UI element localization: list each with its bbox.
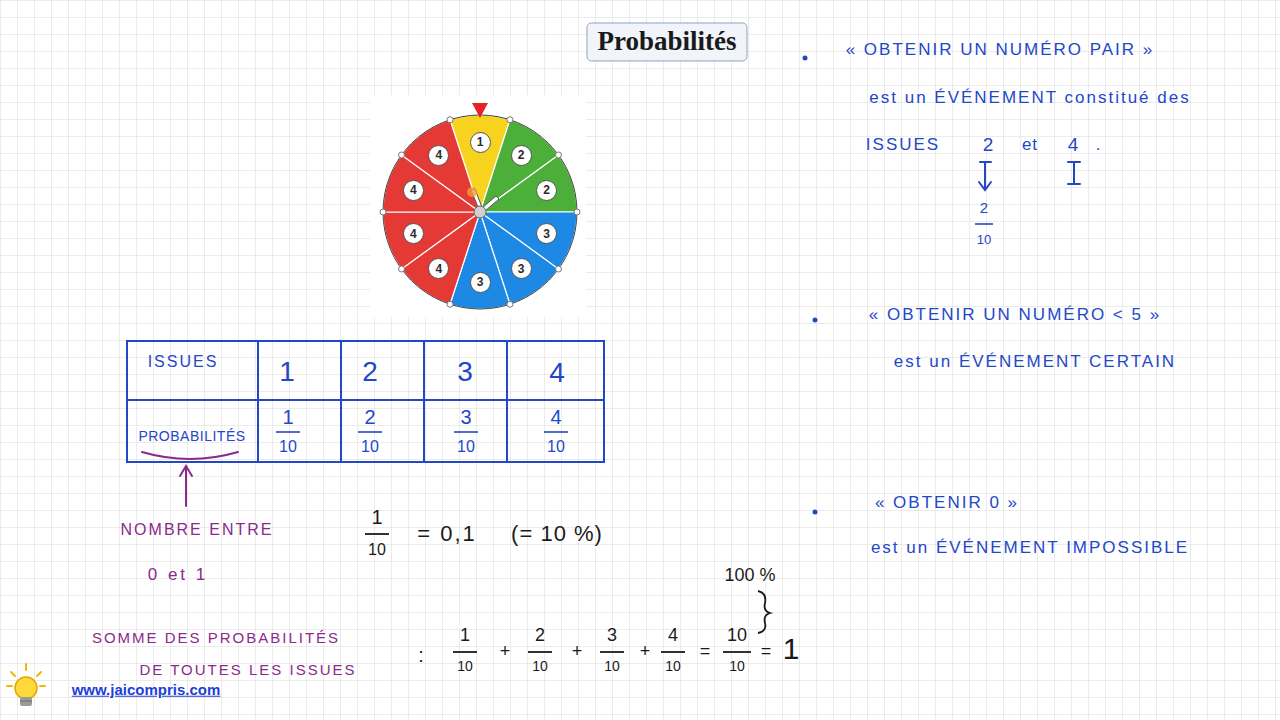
- sector-number: 3: [470, 272, 491, 293]
- equation-text: +: [500, 642, 511, 662]
- table-grid: [127, 341, 604, 462]
- sector-number-text: 2: [518, 149, 525, 161]
- table-cell: 1: [279, 357, 295, 388]
- fraction-numerator: 10: [727, 626, 747, 646]
- sector-number-text: 1: [477, 136, 484, 148]
- fraction-numerator: 2: [535, 626, 545, 646]
- event-statement: .: [1096, 136, 1101, 155]
- sector-number-text: 4: [436, 263, 443, 275]
- curly-brace: [758, 591, 770, 633]
- fraction-numerator: 2: [364, 406, 375, 428]
- fraction-denominator: 10: [368, 541, 386, 559]
- fraction-denominator: 10: [665, 659, 681, 674]
- needle-tip: [467, 187, 477, 197]
- fraction-denominator: 10: [604, 659, 620, 674]
- sector-number: 4: [403, 223, 424, 244]
- wheel-ground: [370, 95, 586, 317]
- spinner-wheel: [380, 103, 580, 309]
- rim-dot: [507, 117, 513, 123]
- equation-text: = 0,1: [417, 522, 477, 546]
- sector-number-text: 3: [543, 228, 550, 240]
- outcome-number: 4: [1068, 135, 1079, 156]
- fraction-numerator: 1: [282, 406, 293, 428]
- event-statement: est un ÉVÉNEMENT constitué des: [869, 89, 1190, 108]
- rim-dot: [555, 266, 561, 272]
- outcome-number: 2: [983, 135, 994, 156]
- wheel-hub: [474, 206, 486, 218]
- sector-number-text: 4: [410, 228, 417, 240]
- note-text: DE TOUTES LES ISSUES: [139, 662, 356, 679]
- rim-dot: [507, 301, 513, 307]
- fraction-denominator: 10: [547, 438, 565, 456]
- fraction-numerator: 1: [460, 626, 470, 646]
- fraction-numerator: 2: [980, 200, 988, 217]
- pointer-triangle: [472, 103, 488, 118]
- sector-number: 4: [403, 180, 424, 201]
- sector-number-text: 3: [518, 263, 525, 275]
- equation-text: +: [640, 642, 651, 662]
- table-cell: 4: [549, 358, 565, 389]
- fraction-denominator: 10: [977, 233, 991, 247]
- event-statement: et: [1022, 136, 1038, 155]
- event-statement: « OBTENIR UN NUMÉRO PAIR »: [846, 41, 1155, 60]
- wheel-sector: [480, 155, 577, 212]
- event-statement: est un ÉVÉNEMENT IMPOSSIBLE: [871, 539, 1189, 558]
- equation-text: +: [572, 642, 583, 662]
- note-text: NOMBRE ENTRE: [121, 521, 274, 539]
- sector-number: 3: [511, 258, 532, 279]
- fraction-numerator: 1: [371, 506, 382, 528]
- pointer-arrow: [142, 452, 238, 506]
- fraction-denominator: 10: [457, 659, 473, 674]
- rim-dot: [399, 266, 405, 272]
- rim-dot: [380, 209, 386, 215]
- table-cell: ISSUES: [148, 353, 219, 371]
- sector-number: 1: [470, 132, 491, 153]
- event-statement: « OBTENIR UN NUMÉRO < 5 »: [869, 306, 1161, 325]
- event-statement: ISSUES: [866, 136, 940, 155]
- sector-number-text: 4: [410, 184, 417, 196]
- equation-text: =: [700, 642, 711, 662]
- wheel-sector: [402, 120, 480, 212]
- equation-text: 100 %: [724, 566, 775, 586]
- event-statement: est un ÉVÉNEMENT CERTAIN: [894, 353, 1176, 372]
- rim-dot: [399, 152, 405, 158]
- note-text: SOMME DES PROBABILITÉS: [92, 630, 340, 647]
- fraction-numerator: 4: [668, 626, 678, 646]
- sector-number: 2: [536, 180, 557, 201]
- equation-text: 1: [783, 632, 800, 665]
- fraction-denominator: 10: [729, 659, 745, 674]
- fraction-numerator: 3: [607, 626, 617, 646]
- equation-text: :: [418, 644, 424, 666]
- issue-brackets: [979, 162, 1080, 190]
- sector-number-text: 4: [436, 149, 443, 161]
- fraction-bars: [365, 534, 751, 652]
- bullet-dots: [803, 56, 818, 515]
- sector-number: 2: [511, 145, 532, 166]
- sector-number-text: 2: [543, 184, 550, 196]
- fraction-numerator: 3: [460, 406, 471, 428]
- rim-dot: [447, 117, 453, 123]
- fraction-denominator: 10: [457, 438, 475, 456]
- fraction-denominator: 10: [279, 438, 297, 456]
- equation-text: (= 10 %): [511, 522, 603, 546]
- fraction-bars: [276, 224, 993, 432]
- website-link: www.jaicompris.com: [72, 682, 221, 699]
- title: Probabilités: [586, 22, 747, 61]
- fraction-denominator: 10: [361, 438, 379, 456]
- equation-text: =: [761, 642, 772, 662]
- rim-dot: [555, 152, 561, 158]
- sector-number-text: 3: [477, 276, 484, 288]
- note-text: 0 et 1: [148, 566, 209, 585]
- table-cell: 3: [457, 357, 473, 388]
- fraction-numerator: 4: [550, 406, 561, 428]
- event-statement: « OBTENIR 0 »: [875, 494, 1019, 513]
- rim-dot: [574, 209, 580, 215]
- fraction-denominator: 10: [532, 659, 548, 674]
- lightbulb-icon: [7, 664, 45, 706]
- wheel-rim: [383, 115, 577, 309]
- table-cell: PROBABILITÉS: [138, 429, 245, 444]
- table-cell: 2: [362, 357, 378, 388]
- rim-dot: [447, 301, 453, 307]
